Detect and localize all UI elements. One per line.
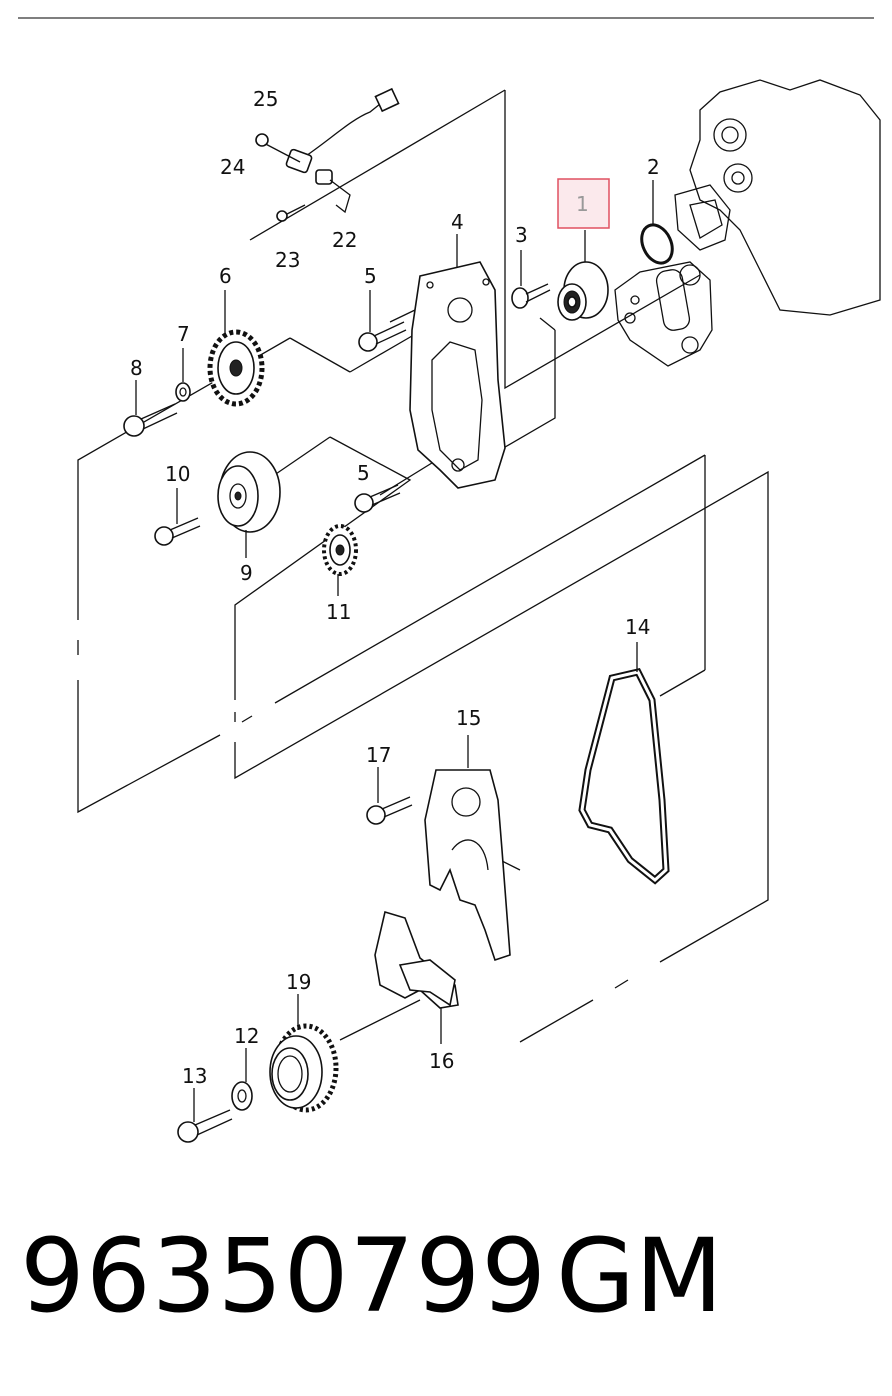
callout-10: 10: [165, 462, 190, 486]
water-pump-part: [557, 230, 609, 321]
plug-part: [511, 250, 551, 309]
callout-5a: 5: [364, 264, 377, 288]
part-number: 96350799: [20, 1217, 548, 1336]
bolt-part-5b: [354, 484, 401, 513]
callout-9: 9: [240, 561, 253, 585]
oil-pump-housing: [614, 261, 713, 367]
bolt-part-10: [154, 488, 201, 546]
bolt-part-17: [366, 767, 413, 825]
callout-1: 1: [576, 192, 589, 216]
washer-part-7: [175, 348, 191, 402]
callout-13: 13: [182, 1064, 207, 1088]
group-frames: [77, 89, 769, 1043]
callout-22: 22: [332, 228, 357, 252]
callout-1-highlight-box: [557, 178, 610, 229]
callout-24: 24: [220, 155, 245, 179]
callout-3: 3: [515, 223, 528, 247]
callout-2: 2: [647, 155, 660, 179]
callout-23: 23: [275, 248, 300, 272]
rear-cover-part: [409, 234, 506, 489]
brand-name: GM: [556, 1217, 724, 1336]
front-cover-part-16: [374, 910, 459, 1044]
timing-belt-part-14: [578, 642, 670, 885]
bolt-part-5a: [358, 290, 407, 352]
sprocket-part-6: [207, 290, 265, 407]
callout-7: 7: [177, 322, 190, 346]
bolt-part-13: [177, 1088, 233, 1143]
callout-6: 6: [219, 264, 232, 288]
washer-part-12: [231, 1048, 253, 1111]
front-cover-part-15: [424, 735, 511, 962]
callout-5b: 5: [357, 461, 370, 485]
callout-16: 16: [429, 1049, 454, 1073]
callout-12: 12: [234, 1024, 259, 1048]
callout-8: 8: [130, 356, 143, 380]
callout-11: 11: [326, 600, 351, 624]
gear-part-11: [322, 524, 358, 596]
o-ring-part: [640, 223, 674, 265]
callout-14: 14: [625, 615, 650, 639]
callout-25: 25: [253, 87, 278, 111]
bolt-part-8: [123, 380, 178, 437]
callout-19: 19: [286, 970, 311, 994]
callout-4: 4: [451, 210, 464, 234]
callout-15: 15: [456, 706, 481, 730]
callout-17: 17: [366, 743, 391, 767]
engine-block-outline: [674, 79, 881, 316]
sensor-assembly: [255, 87, 400, 222]
crank-pulley-part-19: [269, 994, 339, 1113]
tensioner-pulley-part-9: [217, 451, 281, 558]
